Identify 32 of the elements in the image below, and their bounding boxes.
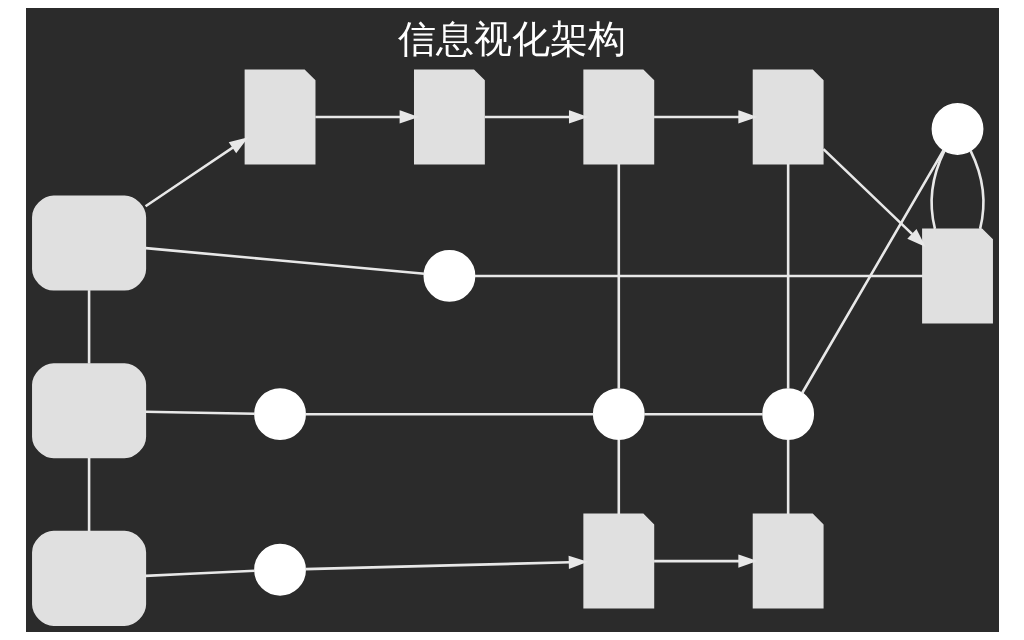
node-circle [253,388,306,441]
arrow [484,110,588,124]
arrow [822,148,926,248]
connector [968,150,985,230]
connector [474,274,923,278]
node-circle [931,103,983,155]
connector [144,569,255,578]
arrow [314,110,419,124]
connector [800,149,945,394]
connector [145,246,425,276]
connector [87,290,90,364]
node-card [31,195,146,291]
arrow [653,554,757,568]
node-circle [592,388,645,441]
connector [617,163,620,389]
arrow [144,137,248,208]
node-card [31,530,146,626]
node-circle [253,543,306,596]
connector [304,412,593,416]
node-circle [423,250,475,302]
node-card [31,363,146,459]
node-circle [761,388,814,441]
arrow [304,555,588,571]
connector [643,412,763,416]
diagram-title: 信息视化架构 [398,17,626,62]
connector [145,410,255,416]
connector [617,439,620,515]
connector [786,439,789,515]
connector [786,163,789,389]
connector [87,457,90,532]
connector [929,150,946,230]
arrow [653,110,757,124]
